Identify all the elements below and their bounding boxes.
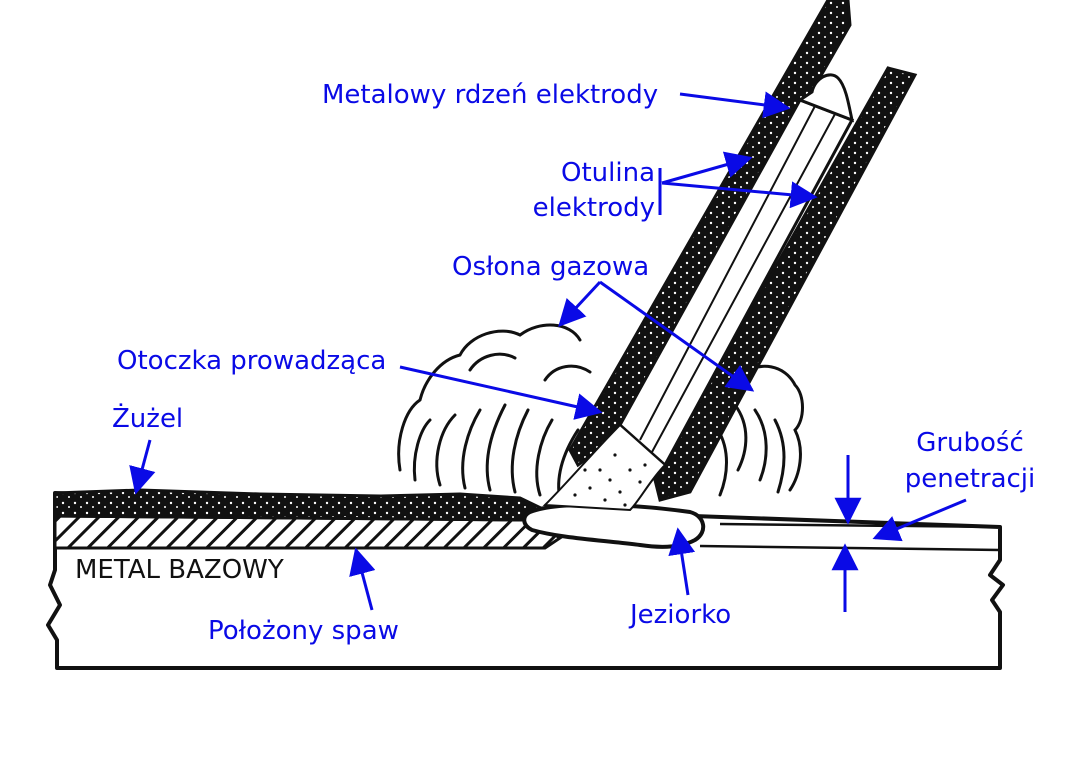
arrow-coating-1: [661, 151, 753, 185]
label-penetration-line2: penetracji: [904, 464, 1036, 494]
label-coating-line1: Otulina: [561, 158, 655, 188]
gas-shield: [397, 323, 804, 502]
arrow-pool: [668, 527, 696, 596]
arrow-weld-bead: [349, 547, 376, 611]
arrow-slag: [129, 439, 156, 495]
label-slag: Żużel: [112, 404, 184, 434]
label-weld-bead: Położony spaw: [208, 616, 399, 646]
arrow-coating-2: [661, 181, 818, 209]
label-base-metal: METAL BAZOWY: [75, 555, 284, 585]
slag-layer: [53, 488, 549, 522]
label-coating-line2: elektrody: [532, 193, 655, 223]
arrow-gas-1: [558, 280, 602, 327]
label-pool: Jeziorko: [630, 600, 732, 630]
arrow-guide-shell: [399, 365, 603, 420]
label-penetration-line1: Grubość: [916, 428, 1024, 458]
label-core: Metalowy rdzeń elektrody: [322, 80, 659, 110]
arrow-core: [679, 91, 791, 119]
label-gas-shield: Osłona gazowa: [452, 252, 650, 282]
arrow-penetration: [872, 498, 967, 542]
label-arrows: [129, 91, 967, 612]
arrow-gas-2: [599, 280, 755, 392]
label-guide-shell: Otoczka prowadząca: [117, 346, 387, 376]
